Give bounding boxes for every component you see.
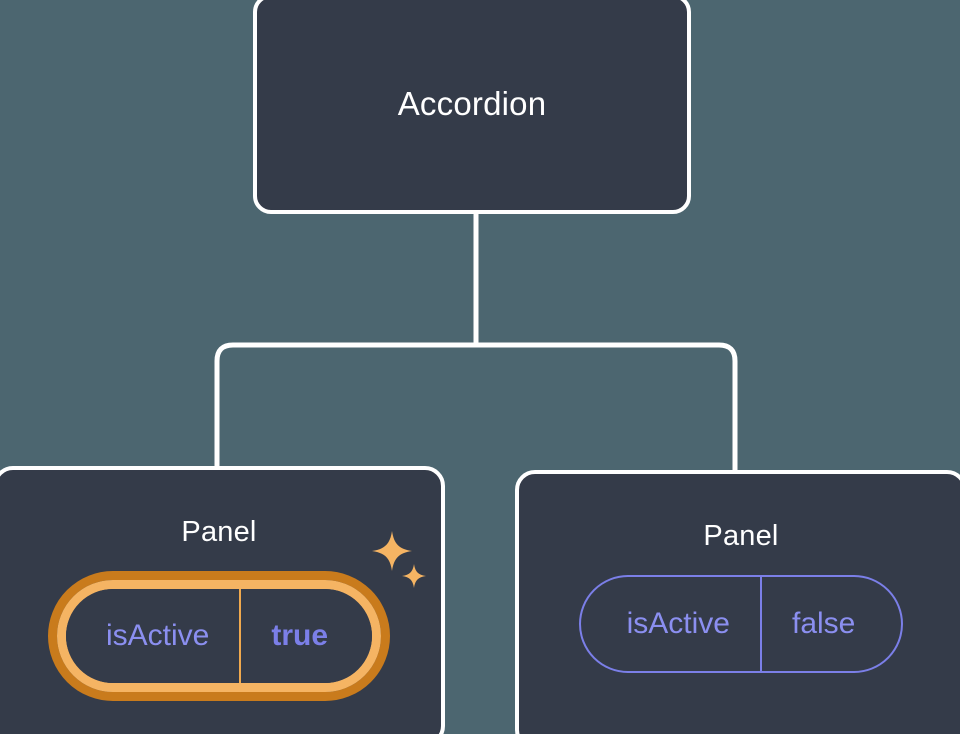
sparkles-group xyxy=(372,530,432,603)
prop-pill-wrapper: isActive true xyxy=(47,530,427,701)
prop-key: isActive xyxy=(105,618,210,652)
prop-pill-wrapper: isActive false xyxy=(578,574,904,673)
node-title: Accordion xyxy=(397,84,547,122)
node-panel-active[interactable]: Panel isActive true xyxy=(0,466,445,734)
connector-branch-left xyxy=(214,342,476,470)
node-accordion[interactable]: Accordion xyxy=(253,0,691,214)
node-title: Panel xyxy=(703,520,779,552)
sparkle-icon xyxy=(402,563,427,588)
node-panel-inactive[interactable]: Panel isActive false xyxy=(515,470,960,734)
prop-pill-isactive-false[interactable]: isActive false xyxy=(578,574,904,673)
prop-pill-isactive-true[interactable]: isActive true xyxy=(65,588,373,683)
connector-branch-right xyxy=(476,342,738,474)
node-title: Panel xyxy=(181,516,257,548)
prop-value: false xyxy=(759,576,901,671)
prop-key: isActive xyxy=(626,606,730,640)
prop-value: true xyxy=(239,588,372,683)
highlight-ring-inner: isActive true xyxy=(56,579,382,692)
highlight-ring-outer: isActive true xyxy=(47,570,391,701)
sparkle-icon xyxy=(372,530,413,571)
